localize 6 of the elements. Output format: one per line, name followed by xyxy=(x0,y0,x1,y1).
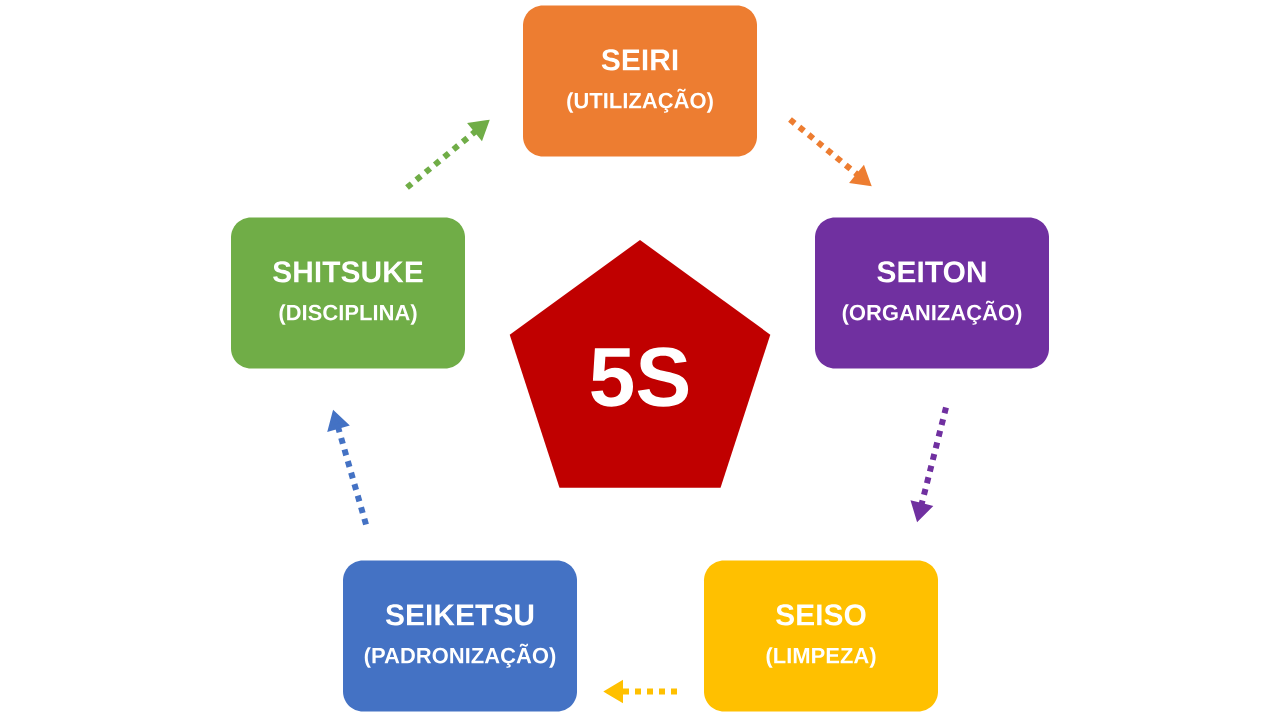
step-box: SEIRI (UTILIZAÇÃO) xyxy=(523,5,757,157)
step-box: SEISO (LIMPEZA) xyxy=(704,560,938,712)
step-box: SEIKETSU (PADRONIZAÇÃO) xyxy=(343,560,577,712)
step-box: SEITON (ORGANIZAÇÃO) xyxy=(815,217,1049,369)
pentagon: 5S xyxy=(509,240,771,488)
step-box: SHITSUKE (DISCIPLINA) xyxy=(231,217,465,369)
